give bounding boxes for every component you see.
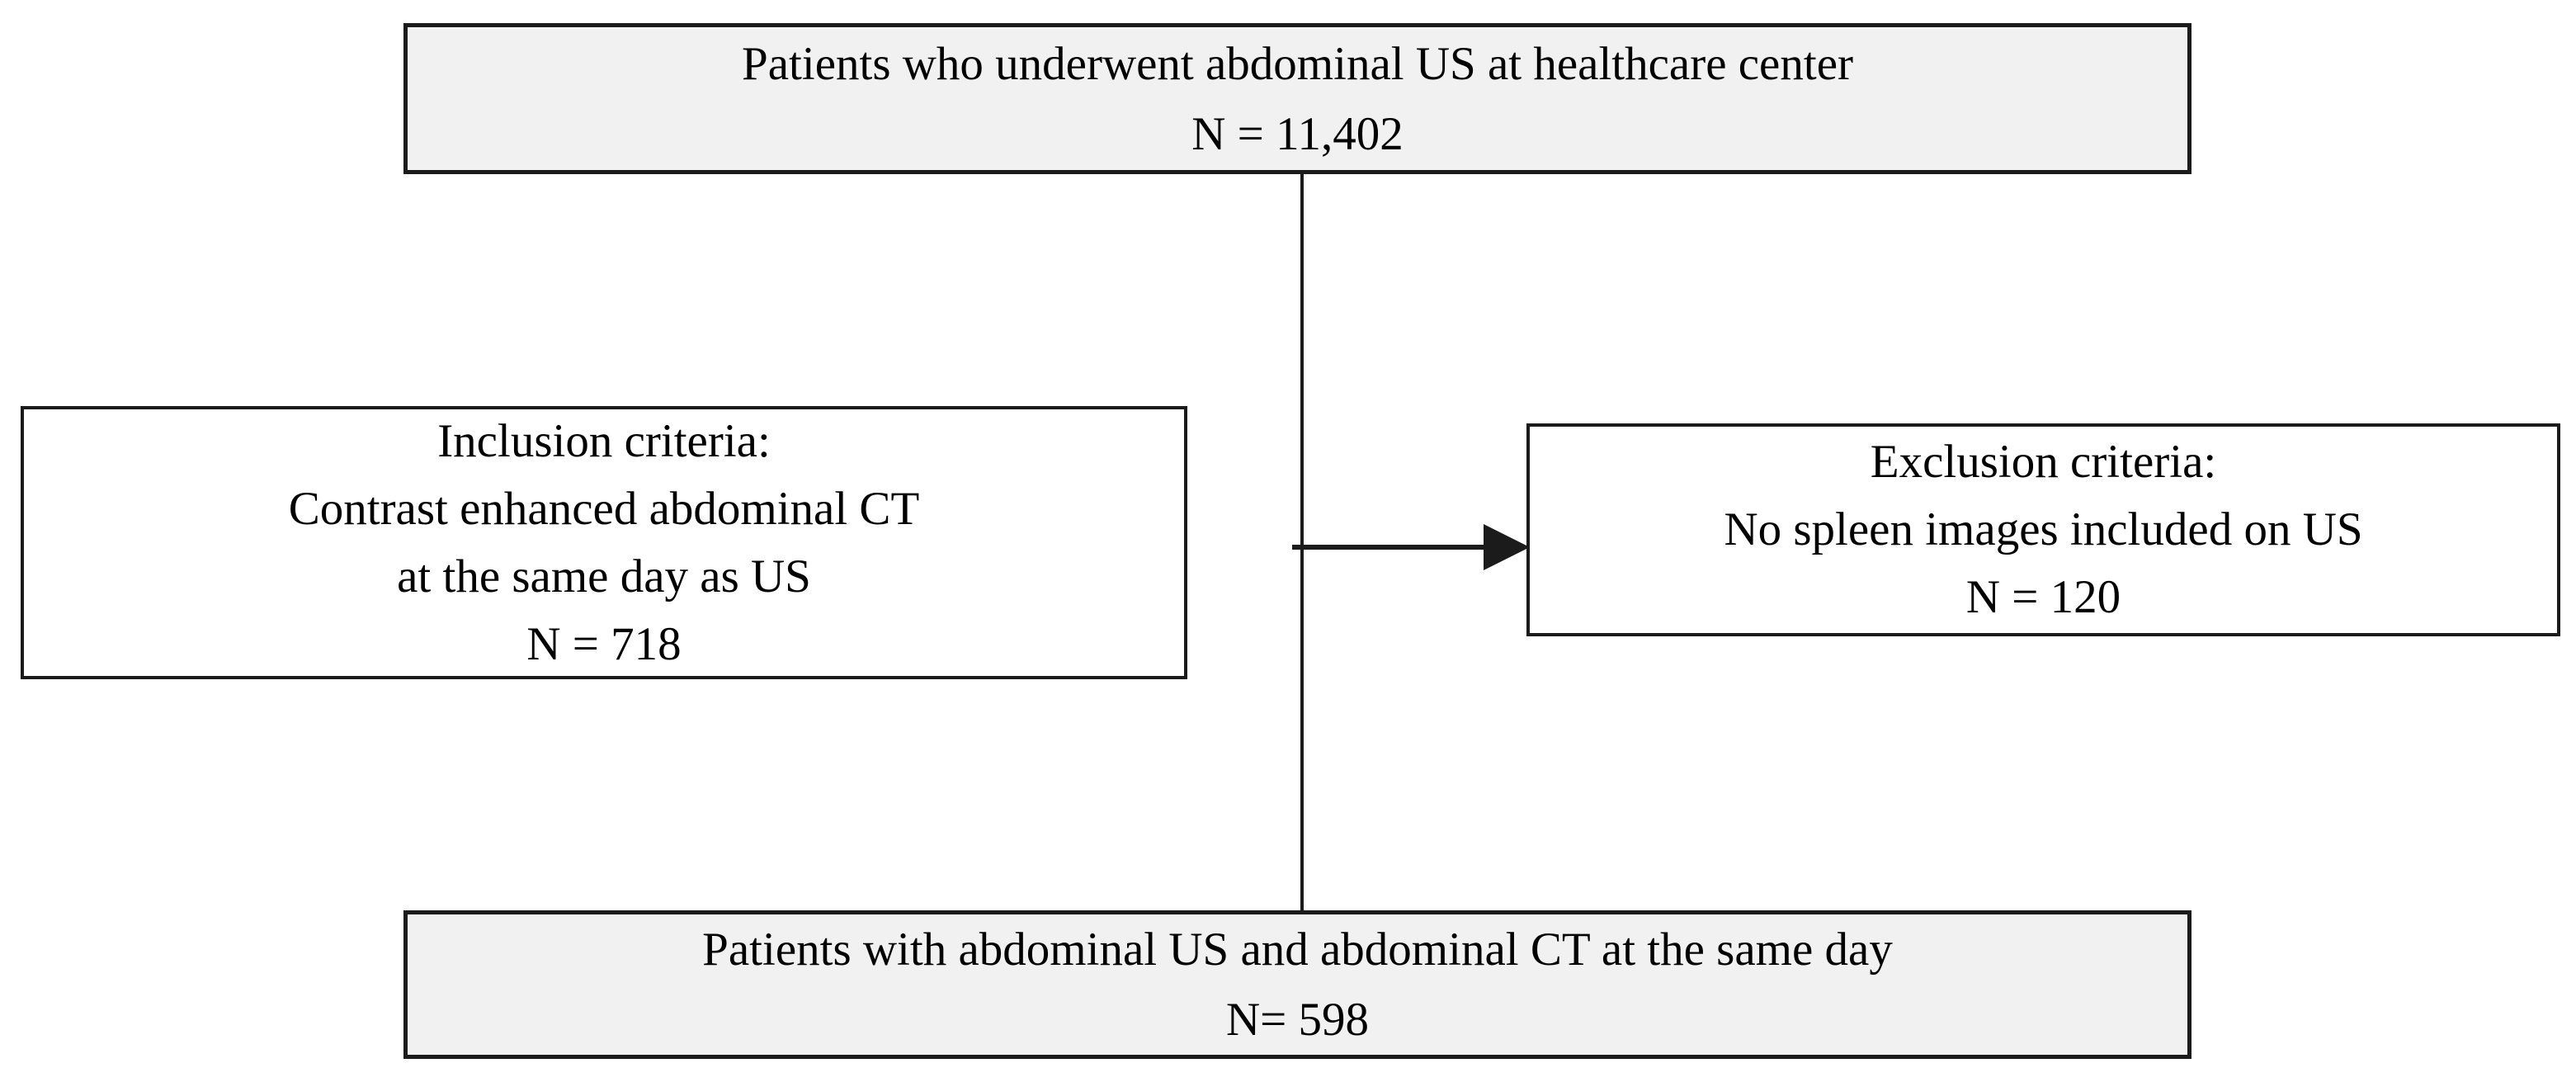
source-population-box: Patients who underwent abdominal US at h… — [403, 23, 2191, 174]
exclusion-criteria-line: No spleen images included on US — [1724, 503, 2363, 555]
arrowhead-icon — [1484, 524, 1530, 570]
final-population-count: N= 598 — [1225, 994, 1370, 1046]
inclusion-criteria-box: Inclusion criteria: Contrast enhanced ab… — [21, 406, 1187, 679]
final-population-box: Patients with abdominal US and abdominal… — [403, 910, 2191, 1059]
inclusion-criteria-title: Inclusion criteria: — [437, 414, 771, 467]
final-population-label: Patients with abdominal US and abdominal… — [702, 924, 1893, 976]
source-population-count: N = 11,402 — [1191, 107, 1404, 160]
source-population-label: Patients who underwent abdominal US at h… — [742, 37, 1853, 90]
exclusion-criteria-count: N = 120 — [1965, 571, 2121, 623]
exclusion-criteria-title: Exclusion criteria: — [1870, 436, 2217, 488]
exclusion-criteria-box: Exclusion criteria: No spleen images inc… — [1526, 423, 2560, 636]
inclusion-criteria-line: Contrast enhanced abdominal CT — [288, 482, 920, 535]
inclusion-criteria-line: at the same day as US — [397, 550, 811, 602]
inclusion-criteria-count: N = 718 — [526, 617, 682, 670]
